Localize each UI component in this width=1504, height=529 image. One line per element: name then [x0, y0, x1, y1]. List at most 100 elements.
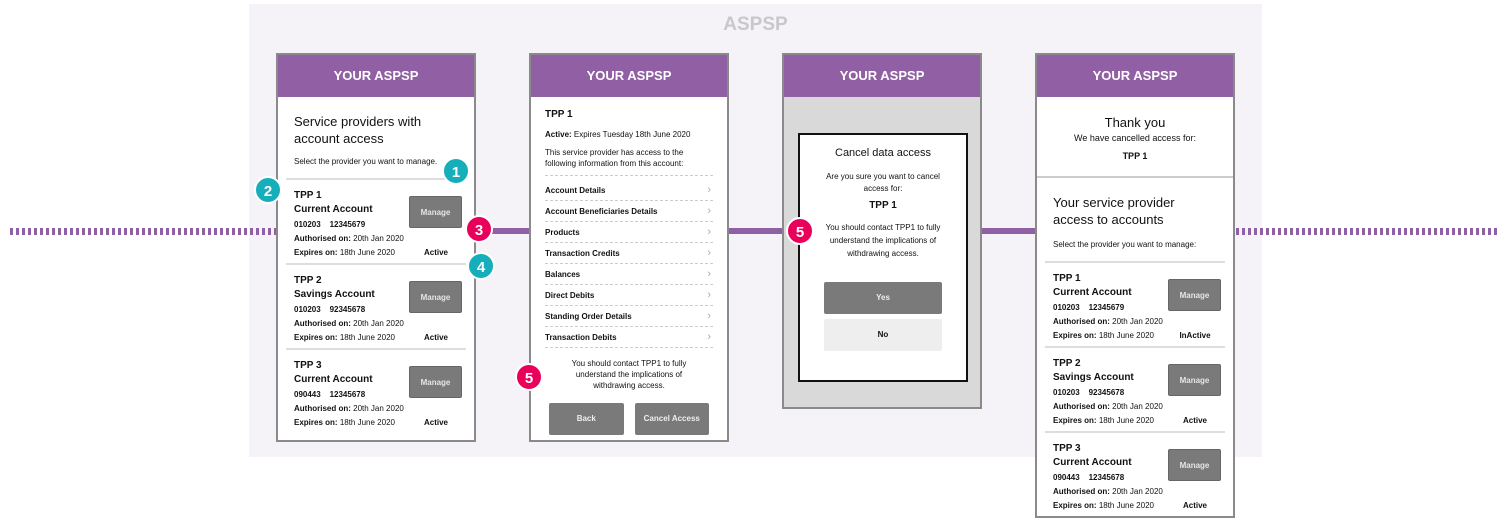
- authorised-label: Authorised on:: [1053, 317, 1110, 326]
- authorised-date: 20th Jan 2020: [353, 319, 404, 328]
- step-badge-5-detail: 5: [515, 363, 543, 391]
- screen-header: YOUR ASPSP: [278, 55, 474, 97]
- step-badge-1: 1: [442, 157, 470, 185]
- provider-row: TPP 3 Current Account 090443 12345678 Au…: [1045, 431, 1225, 516]
- authorised-label: Authorised on:: [1053, 402, 1110, 411]
- screen-confirmation: YOUR ASPSP Thank you We have cancelled a…: [1035, 53, 1235, 518]
- step-badge-5: 5: [786, 217, 814, 245]
- item-label: Transaction Credits: [545, 249, 620, 258]
- instruction: Select the provider you want to manage:: [1053, 240, 1197, 249]
- status-label: Active: [423, 333, 448, 342]
- expires-date: 18th June 2020: [339, 418, 395, 427]
- provider-row: TPP 3 Current Account 090443 12345678 Au…: [286, 348, 466, 433]
- authorised-label: Authorised on:: [294, 404, 351, 413]
- account-numbers: 010203 92345678: [1053, 388, 1125, 397]
- account-type: Savings Account: [1053, 372, 1134, 383]
- status-label: Active: [423, 418, 448, 427]
- cancel-modal: Cancel data access Are you sure you want…: [798, 133, 968, 382]
- expires-label: Expires on:: [1053, 416, 1097, 425]
- connector-1-2: [475, 228, 531, 234]
- provider-name: TPP 2: [1053, 358, 1081, 369]
- manage-button[interactable]: Manage: [409, 196, 462, 228]
- item-label: Products: [545, 228, 580, 237]
- chevron-right-icon: ›: [707, 205, 711, 217]
- warning-text: You should contact TPP1 to fully underst…: [571, 359, 687, 390]
- chevron-right-icon: ›: [707, 184, 711, 196]
- status-label: Active: [1182, 501, 1207, 510]
- cancelled-text: We have cancelled access for:: [1074, 133, 1196, 143]
- connector-3-4: [981, 228, 1037, 234]
- status-label: Active: [1182, 416, 1207, 425]
- expires-label: Expires on:: [294, 248, 338, 257]
- manage-button[interactable]: Manage: [409, 281, 462, 313]
- provider-row: TPP 2 Savings Account 010203 92345678 Au…: [286, 263, 466, 348]
- account-numbers: 010203 12345679: [1053, 303, 1125, 312]
- modal-title: Cancel data access: [835, 147, 931, 159]
- back-button[interactable]: Back: [549, 403, 624, 435]
- expires-date: 18th June 2020: [1098, 501, 1154, 510]
- expires-date: 18th June 2020: [339, 248, 395, 257]
- yes-button[interactable]: Yes: [824, 282, 942, 314]
- authorised-date: 20th Jan 2020: [1112, 487, 1163, 496]
- item-label: Account Beneficiaries Details: [545, 207, 658, 216]
- data-permission-item[interactable]: Transaction Credits ›: [545, 243, 713, 264]
- authorised-date: 20th Jan 2020: [1112, 317, 1163, 326]
- account-type: Current Account: [294, 374, 373, 385]
- thank-you: Thank you: [1104, 115, 1166, 130]
- authorised-label: Authorised on:: [1053, 487, 1110, 496]
- no-button[interactable]: No: [824, 319, 942, 351]
- active-expiry: Expires Tuesday 18th June 2020: [573, 130, 691, 139]
- account-numbers: 010203 12345679: [294, 220, 366, 229]
- provider-name: TPP 3: [294, 360, 322, 371]
- provider-row: TPP 1 Current Account 010203 12345679 Au…: [286, 178, 466, 263]
- screen-header: YOUR ASPSP: [531, 55, 727, 97]
- active-label: Active:: [545, 130, 572, 139]
- access-intro: This service provider has access to the …: [545, 147, 713, 176]
- cancel-access-button[interactable]: Cancel Access: [634, 403, 709, 435]
- screen-header: YOUR ASPSP: [784, 55, 980, 97]
- expires-date: 18th June 2020: [339, 333, 395, 342]
- item-label: Standing Order Details: [545, 312, 632, 321]
- data-permission-item[interactable]: Direct Debits›: [545, 285, 713, 306]
- manage-button[interactable]: Manage: [1168, 364, 1221, 396]
- data-permission-item[interactable]: Standing Order Details ›: [545, 306, 713, 327]
- connector-2-3: [728, 228, 784, 234]
- expires-label: Expires on:: [294, 333, 338, 342]
- data-permission-item[interactable]: Products ›: [545, 222, 713, 243]
- modal-question: Are you sure you want to cancel access f…: [826, 172, 940, 193]
- account-type: Current Account: [1053, 287, 1132, 298]
- authorised-date: 20th Jan 2020: [1112, 402, 1163, 411]
- step-badge-2: 2: [254, 176, 282, 204]
- dashed-connector-right: [1236, 228, 1500, 235]
- item-label: Transaction Debits: [545, 333, 617, 342]
- diagram-title: ASPSP: [723, 14, 788, 35]
- account-numbers: 010203 92345678: [294, 305, 366, 314]
- manage-button[interactable]: Manage: [1168, 449, 1221, 481]
- chevron-right-icon: ›: [707, 310, 711, 322]
- status-label: InActive: [1179, 331, 1211, 340]
- modal-tpp: TPP 1: [869, 200, 897, 211]
- manage-button[interactable]: Manage: [409, 366, 462, 398]
- step-badge-3: 3: [465, 215, 493, 243]
- account-type: Current Account: [294, 204, 373, 215]
- expires-date: 18th June 2020: [1098, 416, 1154, 425]
- provider-name: TPP 1: [294, 190, 322, 201]
- account-numbers: 090443 12345678: [294, 390, 366, 399]
- account-type: Current Account: [1053, 457, 1132, 468]
- account-type: Savings Account: [294, 289, 375, 300]
- instruction: Select the provider you want to manage.: [294, 157, 438, 166]
- data-permission-item[interactable]: Account Details ›: [545, 180, 713, 201]
- authorised-date: 20th Jan 2020: [353, 234, 404, 243]
- provider-row: TPP 2 Savings Account 010203 92345678 Au…: [1045, 346, 1225, 431]
- item-label: Account Details: [545, 186, 606, 195]
- data-permission-item[interactable]: Account Beneficiaries Details ›: [545, 201, 713, 222]
- provider-row: TPP 1 Current Account 010203 12345679 Au…: [1045, 261, 1225, 346]
- manage-button[interactable]: Manage: [1168, 279, 1221, 311]
- chevron-right-icon: ›: [707, 226, 711, 238]
- chevron-right-icon: ›: [707, 247, 711, 259]
- authorised-label: Authorised on:: [294, 234, 351, 243]
- data-permission-item[interactable]: Transaction Debits›: [545, 327, 713, 348]
- screen-provider-list: YOUR ASPSP Service providers with accoun…: [276, 53, 476, 442]
- data-permission-item[interactable]: Balances›: [545, 264, 713, 285]
- chevron-right-icon: ›: [707, 268, 711, 280]
